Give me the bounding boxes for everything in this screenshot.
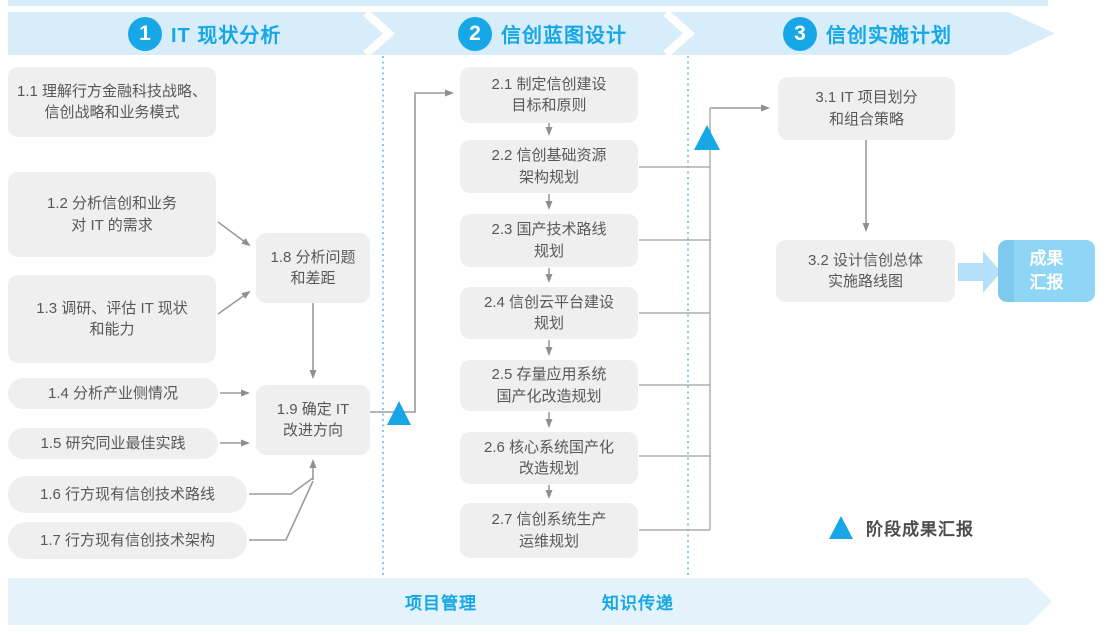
box-2-1: 2.1 制定信创建设 目标和原则 bbox=[460, 67, 638, 123]
collector-rail bbox=[639, 108, 711, 531]
phase-3-header: 3 信创实施计划 bbox=[783, 12, 952, 55]
legend-label: 阶段成果汇报 bbox=[866, 519, 974, 539]
box-1-6: 1.6 行方现有信创技术路线 bbox=[8, 476, 247, 513]
result-report-box: 成果 汇报 bbox=[998, 240, 1095, 302]
box-1-3: 1.3 调研、评估 IT 现状 和能力 bbox=[8, 275, 216, 363]
box-2-6: 2.6 核心系统国产化 改造规划 bbox=[460, 432, 638, 484]
milestone-triangle-icon-phase1 bbox=[387, 401, 411, 425]
result-arrow-icon bbox=[958, 251, 1001, 293]
bottom-item-knowledge-transfer: 知识传递 bbox=[602, 594, 674, 613]
phase-3-number-badge: 3 bbox=[783, 16, 817, 51]
bottom-item-project-management: 项目管理 bbox=[405, 594, 477, 613]
box-1-1: 1.1 理解行方金融科技战略、 信创战略和业务模式 bbox=[8, 67, 216, 137]
box-3-1: 3.1 IT 项目划分 和组合策略 bbox=[778, 77, 955, 140]
phase-1-connectors bbox=[217, 221, 317, 541]
box-2-2: 2.2 信创基础资源 架构规划 bbox=[460, 140, 638, 193]
legend-triangle-icon bbox=[829, 516, 853, 539]
legend: 阶段成果汇报 bbox=[828, 514, 974, 540]
band-chevron-icon-1 bbox=[363, 10, 396, 57]
band-chevron-icon-2 bbox=[663, 10, 696, 57]
box-1-9: 1.9 确定 IT 改进方向 bbox=[256, 385, 370, 455]
box-1-7: 1.7 行方现有信创技术架构 bbox=[8, 522, 247, 559]
box-1-5: 1.5 研究同业最佳实践 bbox=[8, 428, 218, 459]
route-1-9-to-2-1 bbox=[370, 89, 454, 413]
phase-3-title: 信创实施计划 bbox=[826, 25, 952, 47]
phase-band bbox=[8, 12, 1055, 55]
box-1-4: 1.4 分析产业侧情况 bbox=[8, 378, 218, 409]
box-1-8: 1.8 分析问题 和差距 bbox=[256, 233, 370, 303]
box-1-2: 1.2 分析信创和业务 对 IT 的需求 bbox=[8, 172, 216, 257]
phase-2-title: 信创蓝图设计 bbox=[501, 25, 627, 47]
phase-2-number-badge: 2 bbox=[458, 16, 492, 51]
bottom-band bbox=[8, 578, 1052, 625]
phase-1-title: IT 现状分析 bbox=[171, 25, 282, 47]
box-2-7: 2.7 信创系统生产 运维规划 bbox=[460, 503, 638, 558]
box-3-2: 3.2 设计信创总体 实施路线图 bbox=[776, 240, 955, 302]
box-2-3: 2.3 国产技术路线 规划 bbox=[460, 214, 638, 267]
phase-2-header: 2 信创蓝图设计 bbox=[458, 12, 627, 55]
phase-1-number-badge: 1 bbox=[128, 16, 162, 51]
phase-1-header: 1 IT 现状分析 bbox=[128, 12, 281, 55]
box-2-4: 2.4 信创云平台建设 规划 bbox=[460, 287, 638, 339]
milestone-triangle-icon-phase2 bbox=[694, 125, 720, 150]
top-edge-strip bbox=[8, 0, 1048, 6]
box-2-5: 2.5 存量应用系统 国产化改造规划 bbox=[460, 360, 638, 411]
